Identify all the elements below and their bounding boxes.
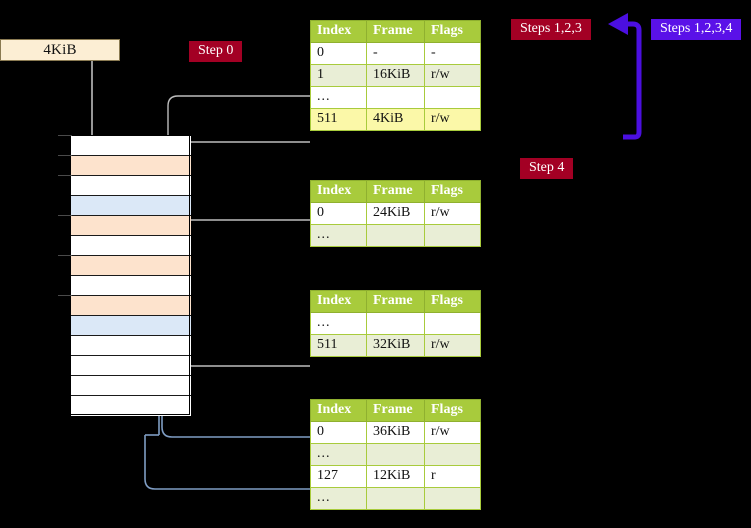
table-row[interactable]: 127 12KiB r: [310, 465, 481, 488]
cell-index: ...: [310, 443, 367, 466]
cell-index: 511: [310, 108, 367, 131]
cell-flags: [424, 312, 481, 335]
cell-flags: r/w: [424, 334, 481, 357]
table-row[interactable]: 1 16KiB r/w: [310, 64, 481, 87]
cell-frame: [366, 224, 425, 247]
physical-memory-grid: [70, 135, 191, 416]
column-header-frame: Frame: [366, 20, 425, 43]
cell-frame: 4KiB: [366, 108, 425, 131]
cell-index: 0: [310, 421, 367, 444]
cell-frame: [366, 86, 425, 109]
memory-tick: [58, 155, 72, 156]
cell-index: 511: [310, 334, 367, 357]
cell-flags: -: [424, 42, 481, 65]
column-header-index: Index: [310, 20, 367, 43]
memory-row: [71, 316, 191, 336]
memory-row: [71, 136, 191, 156]
memory-row: [71, 396, 191, 416]
memory-row: [71, 196, 191, 216]
cell-index: 1: [310, 64, 367, 87]
cell-flags: r/w: [424, 421, 481, 444]
table-row[interactable]: ...: [310, 487, 481, 510]
table-header-row: Index Frame Flags: [310, 180, 481, 203]
memory-tick: [58, 135, 72, 136]
cell-flags: [424, 487, 481, 510]
page-table-level-3: Index Frame Flags 0 36KiB r/w ... 127 12…: [310, 399, 481, 510]
column-header-index: Index: [310, 180, 367, 203]
cell-frame: [366, 443, 425, 466]
memory-row: [71, 256, 191, 276]
memory-size-banner: 4KiB: [0, 39, 120, 61]
cell-index: ...: [310, 487, 367, 510]
cell-flags: [424, 224, 481, 247]
column-header-frame: Frame: [366, 180, 425, 203]
cell-frame: [366, 487, 425, 510]
cell-flags: r: [424, 465, 481, 488]
cell-index: 0: [310, 42, 367, 65]
cell-frame: -: [366, 42, 425, 65]
memory-row: [71, 376, 191, 396]
cell-frame: 32KiB: [366, 334, 425, 357]
table-row[interactable]: ...: [310, 86, 481, 109]
memory-row: [71, 176, 191, 196]
badge-steps-1234: Steps 1,2,3,4: [651, 19, 742, 41]
table-row-highlighted[interactable]: 511 4KiB r/w: [310, 108, 481, 131]
table-row[interactable]: ...: [310, 443, 481, 466]
memory-row: [71, 276, 191, 296]
memory-row: [71, 356, 191, 376]
column-header-frame: Frame: [366, 290, 425, 313]
table-row[interactable]: ...: [310, 312, 481, 335]
memory-row: [71, 296, 191, 316]
cell-flags: [424, 86, 481, 109]
page-table-level-0: Index Frame Flags 0 - - 1 16KiB r/w ...: [310, 20, 481, 131]
column-header-index: Index: [310, 290, 367, 313]
cell-index: ...: [310, 86, 367, 109]
memory-size-label: 4KiB: [43, 41, 77, 58]
memory-tick: [58, 175, 72, 176]
memory-row: [71, 236, 191, 256]
table-row[interactable]: 0 - -: [310, 42, 481, 65]
cell-frame: 12KiB: [366, 465, 425, 488]
cell-frame: 36KiB: [366, 421, 425, 444]
table-header-row: Index Frame Flags: [310, 399, 481, 422]
table-row[interactable]: ...: [310, 224, 481, 247]
cell-flags: [424, 443, 481, 466]
memory-row: [71, 216, 191, 236]
cell-frame: 24KiB: [366, 202, 425, 225]
table-row[interactable]: 0 36KiB r/w: [310, 421, 481, 444]
column-header-index: Index: [310, 399, 367, 422]
page-table-level-2: Index Frame Flags ... 511 32KiB r/w: [310, 290, 481, 357]
page-table-level-1: Index Frame Flags 0 24KiB r/w ...: [310, 180, 481, 247]
memory-tick: [58, 255, 72, 256]
column-header-flags: Flags: [424, 20, 481, 43]
table-header-row: Index Frame Flags: [310, 20, 481, 43]
table-row[interactable]: 511 32KiB r/w: [310, 334, 481, 357]
table-header-row: Index Frame Flags: [310, 290, 481, 313]
cell-index: 127: [310, 465, 367, 488]
column-header-flags: Flags: [424, 290, 481, 313]
memory-row: [71, 336, 191, 356]
cell-frame: [366, 312, 425, 335]
memory-tick: [58, 215, 72, 216]
column-header-flags: Flags: [424, 399, 481, 422]
memory-tick: [58, 295, 72, 296]
badge-step-4: Step 4: [520, 158, 574, 180]
column-header-frame: Frame: [366, 399, 425, 422]
table-row[interactable]: 0 24KiB r/w: [310, 202, 481, 225]
cell-frame: 16KiB: [366, 64, 425, 87]
memory-row: [71, 156, 191, 176]
cell-flags: r/w: [424, 202, 481, 225]
cell-flags: r/w: [424, 64, 481, 87]
column-header-flags: Flags: [424, 180, 481, 203]
badge-step-0: Step 0: [189, 41, 243, 63]
cell-flags: r/w: [424, 108, 481, 131]
cell-index: ...: [310, 224, 367, 247]
cell-index: 0: [310, 202, 367, 225]
badge-steps-123: Steps 1,2,3: [511, 19, 591, 41]
cell-index: ...: [310, 312, 367, 335]
